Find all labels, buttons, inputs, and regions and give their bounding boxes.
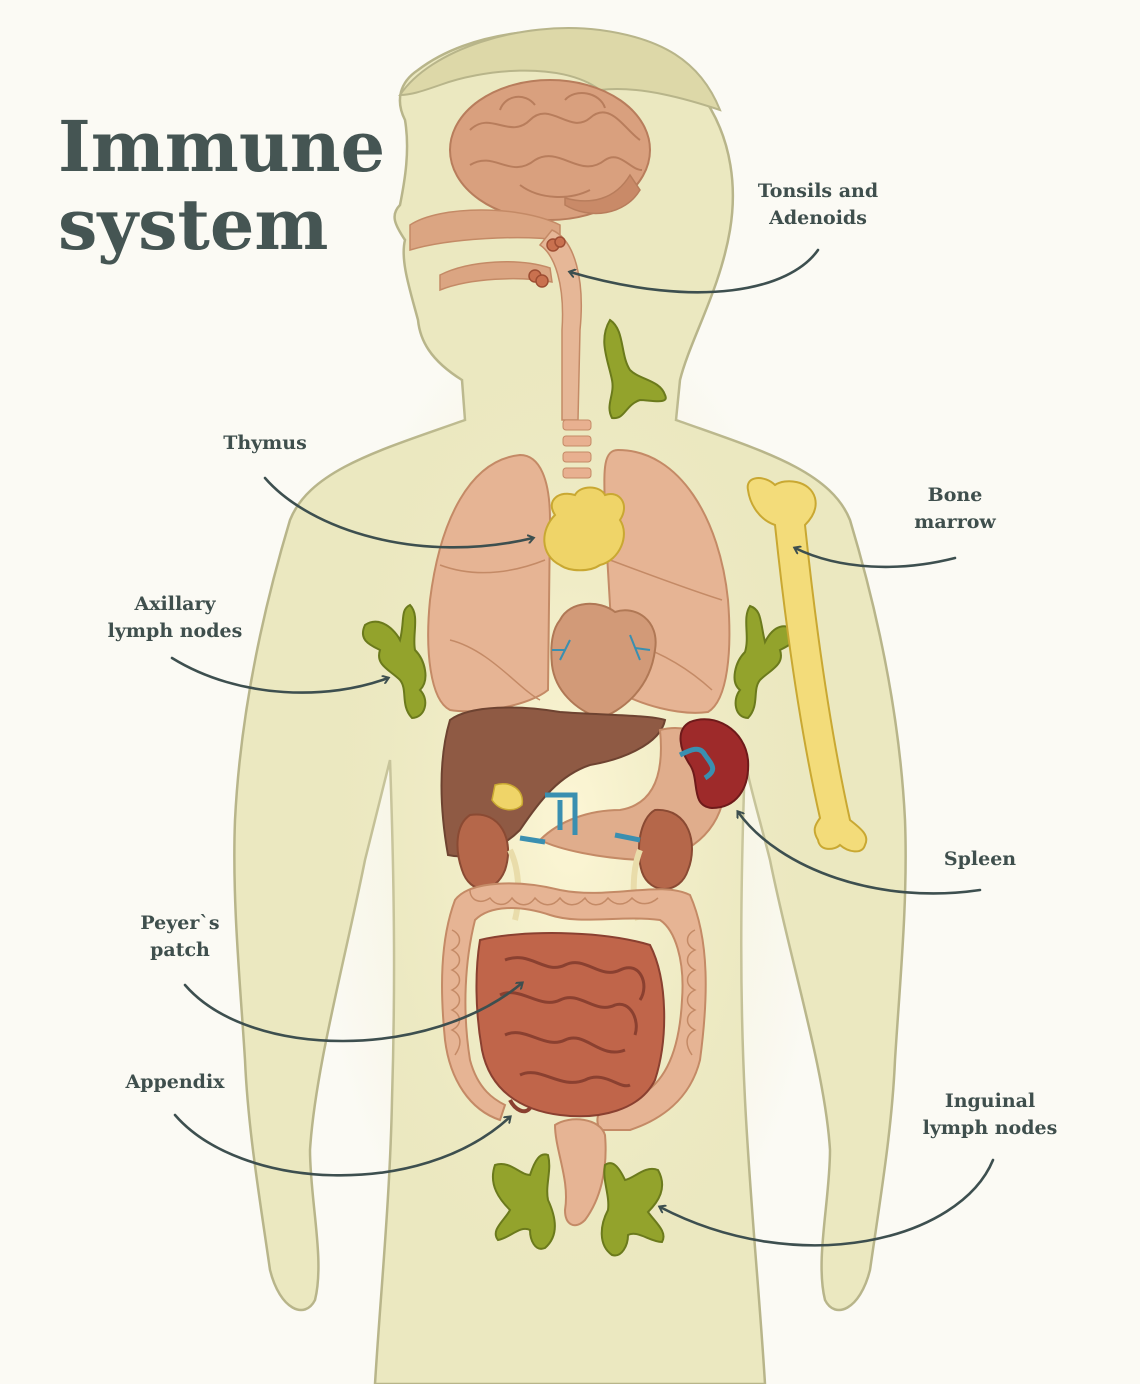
diagram-title: Immune system xyxy=(58,108,385,264)
liver xyxy=(440,706,667,858)
airway xyxy=(409,209,592,479)
thymus xyxy=(543,486,625,572)
label-appendix-line-1: Appendix xyxy=(125,1071,225,1093)
pointer-arrows xyxy=(170,248,995,1247)
label-bone-marrow: Bone marrow xyxy=(895,482,1015,536)
arrow-appendix xyxy=(173,1113,510,1177)
label-axillary-lymph-nodes: Axillary lymph nodes xyxy=(95,591,255,645)
label-tonsils-adenoids: Tonsils and Adenoids xyxy=(738,178,898,232)
label-spleen-line-1: Spleen xyxy=(943,848,1017,870)
label-peyers-line-2: patch xyxy=(150,939,210,961)
arrow-bone-marrow xyxy=(795,548,957,569)
title-line-2: system xyxy=(58,183,329,266)
label-peyers-patch: Peyer`s patch xyxy=(120,910,240,964)
label-appendix: Appendix xyxy=(105,1069,245,1096)
label-thymus: Thymus xyxy=(200,430,330,457)
label-inguinal-line-1: Inguinal xyxy=(944,1090,1036,1112)
label-tonsils-line-1: Tonsils and xyxy=(757,180,879,202)
label-axillary-line-2: lymph nodes xyxy=(107,620,243,642)
label-tonsils-line-2: Adenoids xyxy=(769,207,867,229)
gallbladder xyxy=(491,783,524,811)
arrow-tonsils xyxy=(570,248,820,294)
arrow-peyers-patch xyxy=(183,983,522,1043)
colon-segments xyxy=(450,889,697,1056)
spleen-vessel xyxy=(678,746,716,781)
tonsils xyxy=(528,236,566,288)
label-spleen: Spleen xyxy=(925,846,1035,873)
arrow-inguinal xyxy=(660,1158,995,1247)
rectum xyxy=(553,1118,607,1227)
inguinal-lymph-nodes-left xyxy=(491,1153,556,1250)
label-peyers-line-1: Peyer`s xyxy=(140,912,220,934)
title-line-1: Immune xyxy=(58,105,386,188)
label-inguinal-lymph-nodes: Inguinal lymph nodes xyxy=(910,1088,1070,1142)
axillary-lymph-nodes-right xyxy=(733,604,798,720)
inguinal-lymph-nodes-right xyxy=(600,1162,665,1257)
arrow-thymus xyxy=(263,476,533,549)
heart-vessels xyxy=(552,634,651,661)
label-bone-marrow-line-2: marrow xyxy=(914,511,996,533)
heart xyxy=(550,602,657,720)
label-axillary-line-1: Axillary xyxy=(134,593,216,615)
small-intestine-loops xyxy=(499,956,646,1088)
label-thymus-line-1: Thymus xyxy=(223,432,307,454)
hair xyxy=(398,27,722,112)
small-intestine xyxy=(475,932,666,1118)
renal-vessels xyxy=(519,792,641,845)
large-intestine xyxy=(441,882,707,1131)
bone-marrow-bone xyxy=(746,477,868,853)
cervical-lymph-nodes xyxy=(603,318,667,420)
brain xyxy=(449,79,651,221)
arrow-axillary xyxy=(170,656,388,694)
label-bone-marrow-line-1: Bone xyxy=(927,484,983,506)
arrow-spleen xyxy=(738,812,982,895)
appendix xyxy=(508,1099,532,1114)
axillary-lymph-nodes-left xyxy=(361,603,427,720)
label-inguinal-line-2: lymph nodes xyxy=(922,1117,1058,1139)
